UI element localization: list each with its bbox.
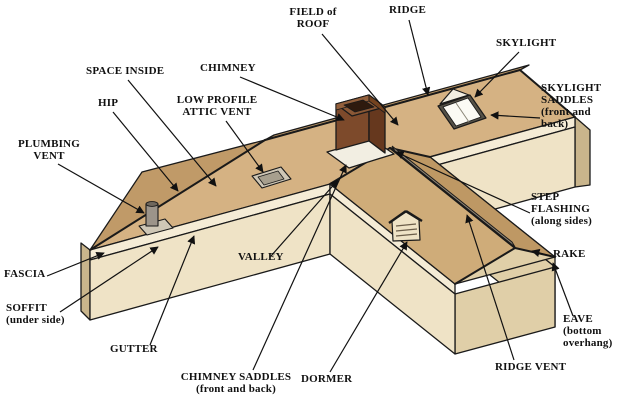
leader-dormer [330,241,407,372]
label-chimney: CHIMNEY [200,62,256,74]
leader-rake [531,248,551,257]
left-end-wall [81,243,90,320]
hip-edge-line [90,140,265,250]
leader-step-flashing [395,151,530,213]
leader-plumbing-vent [58,164,145,213]
label-rake: RAKE [553,248,586,260]
leader-ridge-vent [465,214,514,360]
dormer-roof-edge-right [406,211,422,221]
label-gutter: GUTTER [110,343,158,355]
leader-chimney [240,77,345,121]
leader-valley [271,179,339,256]
attic-vent-louver [258,171,284,185]
leader-fascia [47,251,105,276]
label-valley: VALLEY [238,251,284,263]
label-plumbing-vent: PLUMBING VENT [17,138,81,162]
skylight-divider [456,103,469,122]
ridge-vent-strip [392,146,515,247]
leader-ridge [409,20,431,96]
ridge-line [265,70,520,140]
label-step-flashing: STEP FLASHING (along sides) [531,191,592,227]
dormer-roof-edge-left [389,211,406,223]
plumbing-vent-pipe-top [145,201,159,207]
rake-edge-wing-left [455,248,515,284]
label-field-of-roof: FIELD of ROOF [289,6,337,30]
label-ridge: RIDGE [389,4,427,16]
chimney-flue-opening [344,100,374,112]
label-soffit: SOFFIT (under side) [6,302,65,326]
leader-space-inside [128,80,217,187]
leader-eave [551,262,573,316]
label-skylight-saddles: SKYLIGHT SADDLES (front and back) [541,82,602,130]
leader-skylight [474,52,519,98]
label-hip: HIP [98,97,119,109]
leader-low-profile-attic-vent [226,121,264,173]
leader-soffit [60,247,159,312]
wing-wall-left [330,194,455,354]
label-skylight: SKYLIGHT [496,37,557,49]
leader-skylight-saddles [490,111,540,120]
plumbing-vent-pipe [146,204,158,226]
leader-chimney-saddles [253,164,347,370]
label-eave: EAVE (bottom overhang) [563,313,613,349]
wing-ridge-line [390,148,515,248]
skylight-saddle-wedge [440,89,469,104]
label-dormer: DORMER [301,373,353,385]
leader-hip [113,112,179,192]
label-space-inside: SPACE INSIDE [86,65,165,77]
label-ridge-vent: RIDGE VENT [495,361,567,373]
label-fascia: FASCIA [4,268,46,280]
leader-field-of-roof [322,34,399,126]
rake-edge-right [520,70,575,117]
leader-gutter [150,235,196,345]
label-chimney-saddles: CHIMNEY SADDLES (front and back) [180,371,292,395]
label-low-profile-attic-vent: LOW PROFILE ATTIC VENT [176,94,258,118]
dormer-louvers [396,224,417,236]
